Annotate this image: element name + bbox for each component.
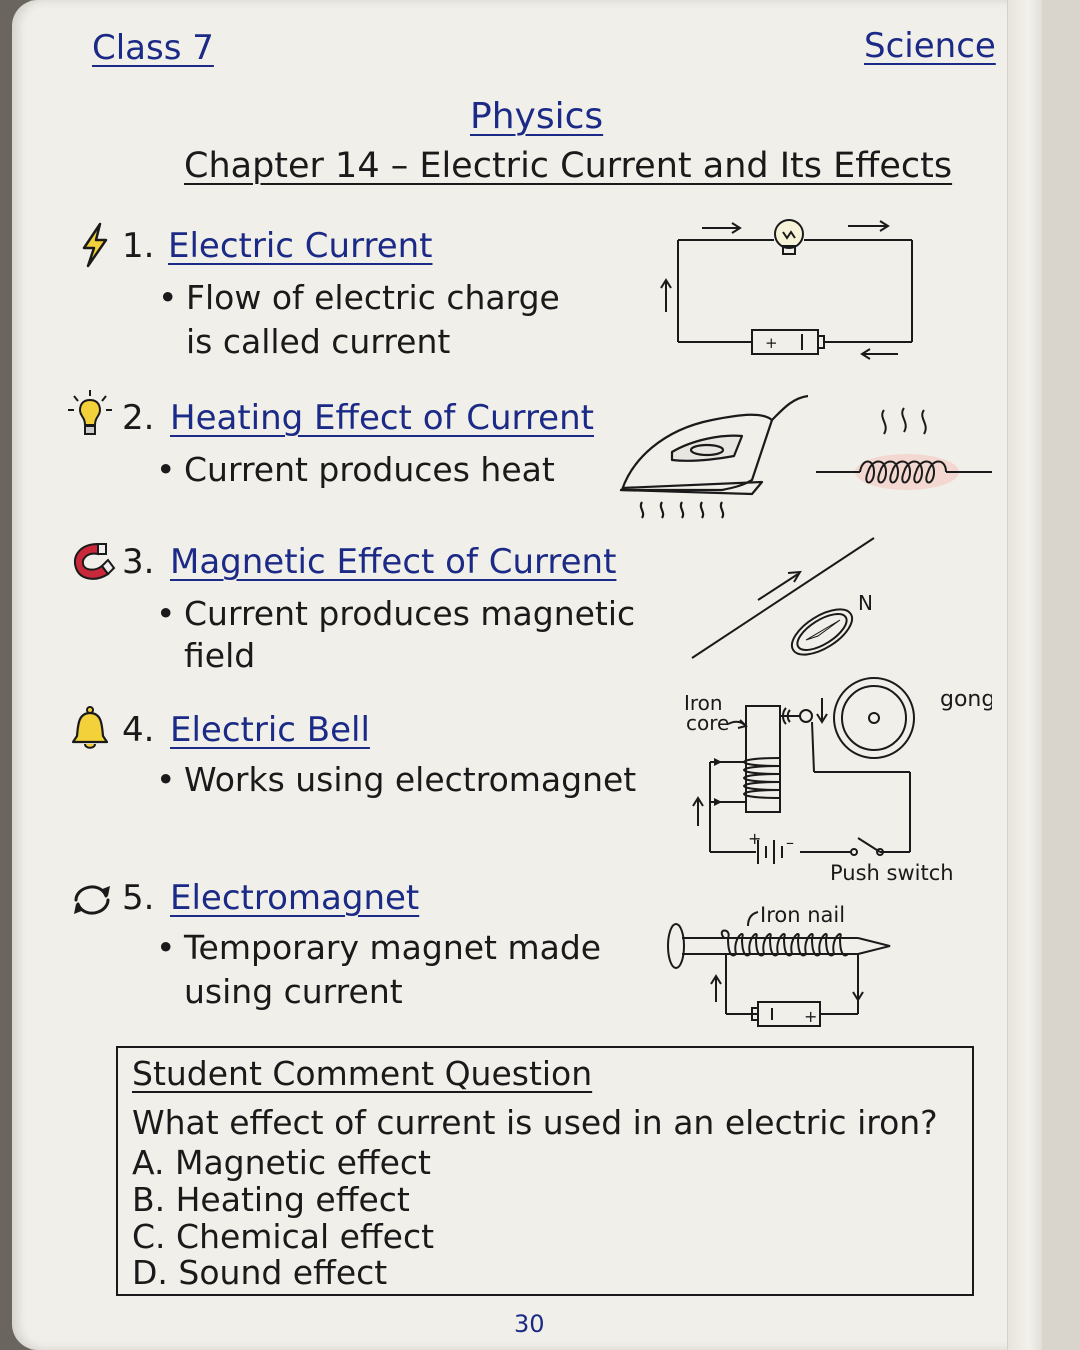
svg-text:Push switch: Push switch xyxy=(830,861,954,885)
refresh-arrows-icon xyxy=(74,885,110,915)
svg-text:Iron: Iron xyxy=(684,691,723,715)
section-title-electric-current: Electric Current xyxy=(168,226,433,266)
question-heading: Student Comment Question xyxy=(132,1054,593,1093)
page-subject-title: Physics xyxy=(470,96,604,137)
bell-icon xyxy=(71,706,109,749)
section-title-magnetic-effect: Magnetic Effect of Current xyxy=(170,542,617,582)
light-bulb-icon xyxy=(68,390,112,435)
bullet-text: •Temporary magnet made xyxy=(156,928,602,967)
option-c: C. Chemical effect xyxy=(132,1217,435,1256)
section-title-electromagnet: Electromagnet xyxy=(170,878,420,918)
bullet-text: •Flow of electric charge xyxy=(158,278,560,317)
page-number: 30 xyxy=(514,1310,545,1338)
heating-coil-diagram xyxy=(816,407,992,490)
question-box: Student Comment Question What effect of … xyxy=(116,1046,974,1296)
svg-text:+: + xyxy=(804,1007,817,1026)
chapter-title: Chapter 14 – Electric Current and Its Ef… xyxy=(184,146,953,186)
wire-compass-diagram: N xyxy=(691,537,875,659)
desk-right xyxy=(1040,0,1080,1350)
section-number: 2. xyxy=(122,398,155,438)
section-number: 5. xyxy=(122,878,155,918)
svg-text:gong: gong xyxy=(940,687,992,712)
svg-text:core: core xyxy=(686,711,729,735)
option-a: A. Magnetic effect xyxy=(132,1143,431,1182)
section-number: 4. xyxy=(122,710,155,750)
circuit-bulb-diagram: + xyxy=(660,219,913,360)
svg-text:N: N xyxy=(858,591,873,615)
svg-text:+: + xyxy=(748,829,761,848)
notebook-page: Class 7 Science Physics Chapter 14 – Ele… xyxy=(12,0,1042,1350)
svg-text:Iron nail: Iron nail xyxy=(760,903,845,927)
svg-text:+: + xyxy=(765,334,778,352)
section-title-electric-bell: Electric Bell xyxy=(170,710,370,750)
horseshoe-magnet-icon xyxy=(74,542,116,580)
bullet-text-continued: field xyxy=(184,636,256,675)
subject-label: Science xyxy=(864,26,996,66)
section-number: 3. xyxy=(122,542,155,582)
page-edge xyxy=(1007,0,1042,1350)
bullet-text-continued: using current xyxy=(184,972,403,1011)
lightning-bolt-icon xyxy=(82,222,108,268)
section-number: 1. xyxy=(122,226,155,266)
bullet-text-continued: is called current xyxy=(186,322,451,361)
option-d: D. Sound effect xyxy=(132,1253,388,1292)
svg-text:–: – xyxy=(786,833,794,852)
electromagnet-nail-diagram: Iron nail + xyxy=(667,903,891,1027)
bullet-text: •Current produces heat xyxy=(156,450,555,489)
bullet-text: •Works using electromagnet xyxy=(156,760,637,799)
electric-iron-diagram xyxy=(619,394,809,519)
bullet-text: •Current produces magnetic xyxy=(156,594,636,633)
class-label: Class 7 xyxy=(92,28,214,68)
section-title-heating-effect: Heating Effect of Current xyxy=(170,398,594,438)
question-text: What effect of current is used in an ele… xyxy=(132,1103,938,1142)
electric-bell-diagram: Iron core gong + – Push switch xyxy=(684,677,992,885)
option-b: B. Heating effect xyxy=(132,1180,410,1219)
